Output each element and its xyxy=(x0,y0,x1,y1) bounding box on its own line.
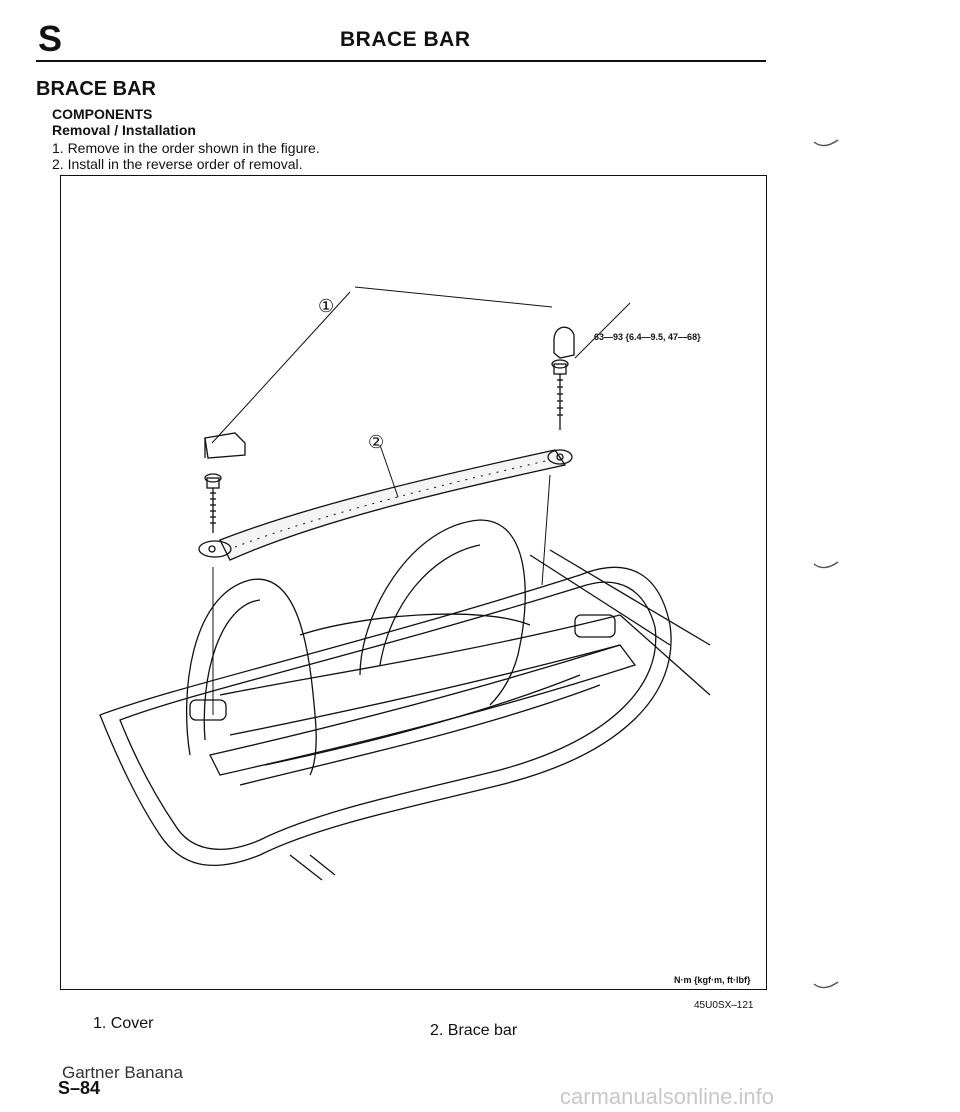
bolt-left xyxy=(204,473,222,715)
margin-tick-mark xyxy=(813,981,839,989)
callout-cover: ① xyxy=(318,296,335,316)
section-heading: COMPONENTS xyxy=(52,106,153,122)
page-number: S–84 xyxy=(58,1078,101,1098)
watermark-text: Gartner Banana xyxy=(62,1063,183,1082)
brace-bar-part xyxy=(198,449,573,561)
unit-label: N·m {kgf·m, ft·lbf} xyxy=(674,975,751,985)
car-body-outline xyxy=(99,549,711,881)
rear-deck xyxy=(189,614,637,786)
margin-tick-mark xyxy=(813,139,839,147)
margin-tick-mark xyxy=(813,561,839,569)
legend-item-cover: 1. Cover xyxy=(93,1015,154,1032)
page-title: BRACE BAR xyxy=(36,78,156,100)
legend-item-brace-bar: 2. Brace bar xyxy=(430,1022,518,1039)
brace-bar-illustration xyxy=(99,286,711,881)
step-2: 2. Install in the reverse order of remov… xyxy=(52,156,303,172)
seats xyxy=(185,519,621,776)
leader-lines xyxy=(211,286,631,498)
header-title: BRACE BAR xyxy=(340,28,471,51)
cover-left xyxy=(204,432,246,459)
callout-brace-bar: ② xyxy=(368,432,385,452)
bolt-right xyxy=(541,359,569,586)
section-subheading: Removal / Installation xyxy=(52,122,196,138)
cover-right xyxy=(553,326,575,359)
site-watermark: carmanualsonline.info xyxy=(560,1084,775,1109)
torque-spec: 63—93 {6.4—9.5, 47—68} xyxy=(594,332,701,342)
section-letter: S xyxy=(38,18,63,59)
header-rule xyxy=(36,60,766,62)
figure-id: 45U0SX–121 xyxy=(694,1000,754,1011)
step-1: 1. Remove in the order shown in the figu… xyxy=(52,140,320,156)
figure-frame xyxy=(60,175,767,990)
